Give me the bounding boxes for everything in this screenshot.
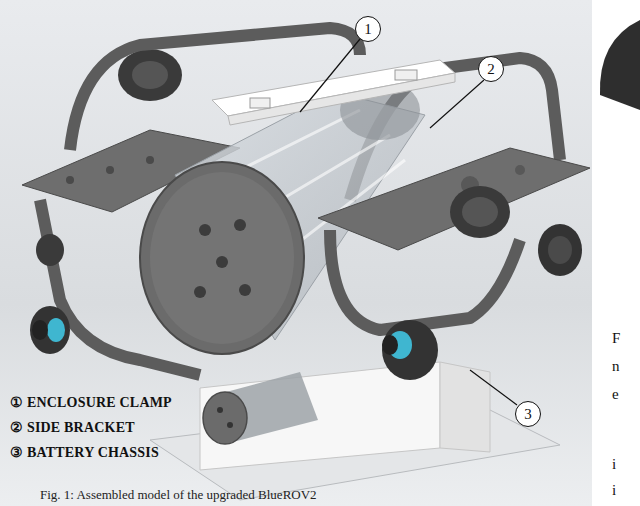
part-legend-entry: ③ BATTERY CHASSIS (10, 444, 159, 461)
column-text-fragment: F (612, 330, 620, 347)
column-text-fragment: i (612, 482, 616, 499)
callout-number: 1 (355, 16, 381, 42)
callout-text: 2 (487, 62, 495, 77)
part-legend-entry: ② SIDE BRACKET (10, 419, 135, 436)
part-legend-entry: ① ENCLOSURE CLAMP (10, 394, 172, 411)
callout-number: 2 (478, 56, 504, 82)
callout-text: 3 (524, 407, 532, 422)
column-text-fragment: e (612, 386, 619, 403)
figure-caption: Fig. 1: Assembled model of the upgraded … (40, 487, 317, 503)
column-text-fragment: n (612, 358, 620, 375)
column-text-fragment: i (612, 456, 616, 473)
callout-number: 3 (515, 401, 541, 427)
callout-text: 1 (364, 22, 372, 37)
